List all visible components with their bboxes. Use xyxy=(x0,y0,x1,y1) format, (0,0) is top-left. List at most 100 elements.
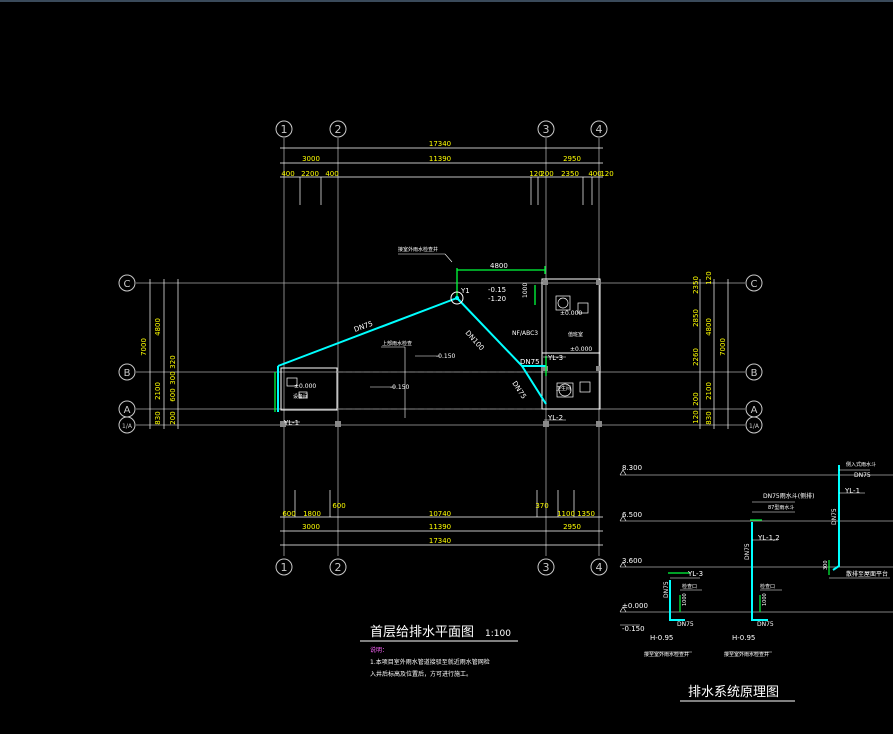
left-dimension-lines xyxy=(149,279,179,429)
drainage-pipes xyxy=(277,297,547,412)
sys-h2: H-0.95 xyxy=(732,634,755,642)
right-dimension-lines xyxy=(699,279,729,429)
axis-bubbles-top xyxy=(275,120,608,138)
dim-bot-r2-2: 2950 xyxy=(563,523,581,531)
dim-left-6: 830 xyxy=(154,411,162,424)
fixtures xyxy=(286,295,591,399)
sys-mid-note2: 87型雨水斗 xyxy=(768,504,794,511)
top-dimension-lines xyxy=(280,147,603,205)
level-000-left: ±0.000 xyxy=(294,383,316,390)
pipe-dn100-label: DN100 xyxy=(464,329,486,352)
dim-top-r3-6: 400 xyxy=(588,170,601,178)
sys-level-3: ±0.000 xyxy=(622,602,648,610)
axis-label-left-b: B xyxy=(124,368,131,379)
axis-label-bottom-1: 1 xyxy=(281,561,288,574)
dim-right-3: 4800 xyxy=(705,318,713,336)
sys-bottom-note1: 接至室外雨水检查井 xyxy=(644,651,689,658)
dim-top-r3-0: 400 xyxy=(281,170,294,178)
dim-bot-r1-5: 1100 xyxy=(557,510,575,518)
axis-label-left-1a: 1/A xyxy=(122,423,133,430)
dim-left-5: 600 xyxy=(169,388,177,401)
axis-bubbles-sides xyxy=(118,274,763,434)
dim-4800-label: 4800 xyxy=(490,262,508,270)
dim-left-3: 2100 xyxy=(154,382,162,400)
pipe-dn75-mid-label: DN75 xyxy=(520,358,540,366)
sys-level-4: -0.150 xyxy=(622,625,645,633)
sys-dim-1000b: 1000 xyxy=(762,593,768,606)
dim-right-2: 2850 xyxy=(692,309,700,327)
axis-label-top-3: 3 xyxy=(543,123,550,136)
sys-dn75-bot2: DN75 xyxy=(757,621,774,628)
note-upper-rain: 上部雨水检查 xyxy=(382,340,412,347)
sys-level-1: 6.500 xyxy=(622,511,642,519)
sys-dn75-right: DN75 xyxy=(831,508,838,525)
sys-right-note: 散排至屋面平台 xyxy=(846,570,888,578)
dim-top-r3-2: 400 xyxy=(325,170,338,178)
sys-dn75-top: DN75 xyxy=(854,472,871,479)
axis-label-bottom-2: 2 xyxy=(335,561,342,574)
system-level-lines xyxy=(620,474,893,613)
sys-yl12: YL-1,2 xyxy=(757,534,780,542)
room-right-top-label: 值班室 xyxy=(568,331,583,338)
dim-top-r3-7: 120 xyxy=(600,170,613,178)
sys-yl1: YL-1 xyxy=(844,487,860,495)
dim-bot-total: 17340 xyxy=(429,537,451,545)
axis-label-left-a: A xyxy=(124,405,131,416)
yl1-label: YL-1 xyxy=(283,419,299,427)
dim-bot-r1-4: 370 xyxy=(535,502,548,510)
sys-dn75-bot1: DN75 xyxy=(677,621,694,628)
dim-bot-r1-2: 600 xyxy=(332,502,345,510)
axis-label-top-1: 1 xyxy=(281,123,288,136)
dim-right-7: 200 xyxy=(692,392,700,405)
dim-top-r3-3: 120 xyxy=(529,170,542,178)
sys-dn75-left: DN75 xyxy=(663,581,670,598)
y1-level-2: -1.20 xyxy=(488,295,506,303)
axis-label-left-c: C xyxy=(124,279,131,290)
system-green-marks xyxy=(668,519,830,612)
building-walls xyxy=(280,278,601,411)
dim-top-r3-1: 2200 xyxy=(301,170,319,178)
sys-mid-note1: DN75雨水斗(侧排) xyxy=(763,492,814,500)
dim-bot-r2-0: 3000 xyxy=(302,523,320,531)
system-leaders xyxy=(645,469,890,653)
note-to-outdoor: 接室外雨水检查井 xyxy=(398,246,438,253)
sys-floor-drain1: 检查口 xyxy=(682,583,697,590)
y1-node-core xyxy=(455,296,459,300)
dim-left-7: 200 xyxy=(169,411,177,424)
axis-label-top-4: 4 xyxy=(596,123,603,136)
sys-dn75-mid: DN75 xyxy=(744,543,751,560)
window-top-border xyxy=(0,0,893,2)
axis-label-bottom-3: 3 xyxy=(543,561,550,574)
dim-left-2: 320 xyxy=(169,355,177,368)
y1-label: Y1 xyxy=(460,287,470,295)
dim-top-r2-0: 3000 xyxy=(302,155,320,163)
level-m0150-b: -0.150 xyxy=(390,384,410,391)
dim-top-r2-2: 2950 xyxy=(563,155,581,163)
sys-level-2: 3.600 xyxy=(622,557,642,565)
sys-dim-300: 300 xyxy=(823,560,829,570)
system-level-marks xyxy=(619,469,640,626)
pipe-dn75-lower-label: DN75 xyxy=(510,380,527,401)
dim-right-0: 2350 xyxy=(692,276,700,294)
plan-title: 首层给排水平面图 xyxy=(370,625,474,640)
dim-left-1: 7000 xyxy=(140,338,148,356)
nf-abc-label: NF/ABC3 xyxy=(512,330,538,337)
axis-label-top-2: 2 xyxy=(335,123,342,136)
dim-right-8: 120 xyxy=(692,410,700,423)
sys-floor-drain2: 检查口 xyxy=(760,583,775,590)
sys-yl3: YL-3 xyxy=(687,570,703,578)
dim-left-0: 4800 xyxy=(154,318,162,336)
dim-right-9: 830 xyxy=(705,411,713,424)
room-left-label: 设备间 xyxy=(293,393,308,400)
axis-label-right-a: A xyxy=(751,405,758,416)
notes-line-1: 1.本项目室外雨水管道接驳至就近雨水管网检 xyxy=(370,658,490,666)
dim-bot-r1-6: 1350 xyxy=(577,510,595,518)
level-000-right: ±0.000 xyxy=(560,310,582,317)
dim-left-4: 300 xyxy=(169,371,177,384)
y1-node[interactable] xyxy=(450,291,464,305)
sys-dim-1000a: 1000 xyxy=(682,593,688,606)
system-pipes xyxy=(669,465,840,621)
axis-label-bottom-4: 4 xyxy=(596,561,603,574)
axis-label-right-b: B xyxy=(751,368,758,379)
